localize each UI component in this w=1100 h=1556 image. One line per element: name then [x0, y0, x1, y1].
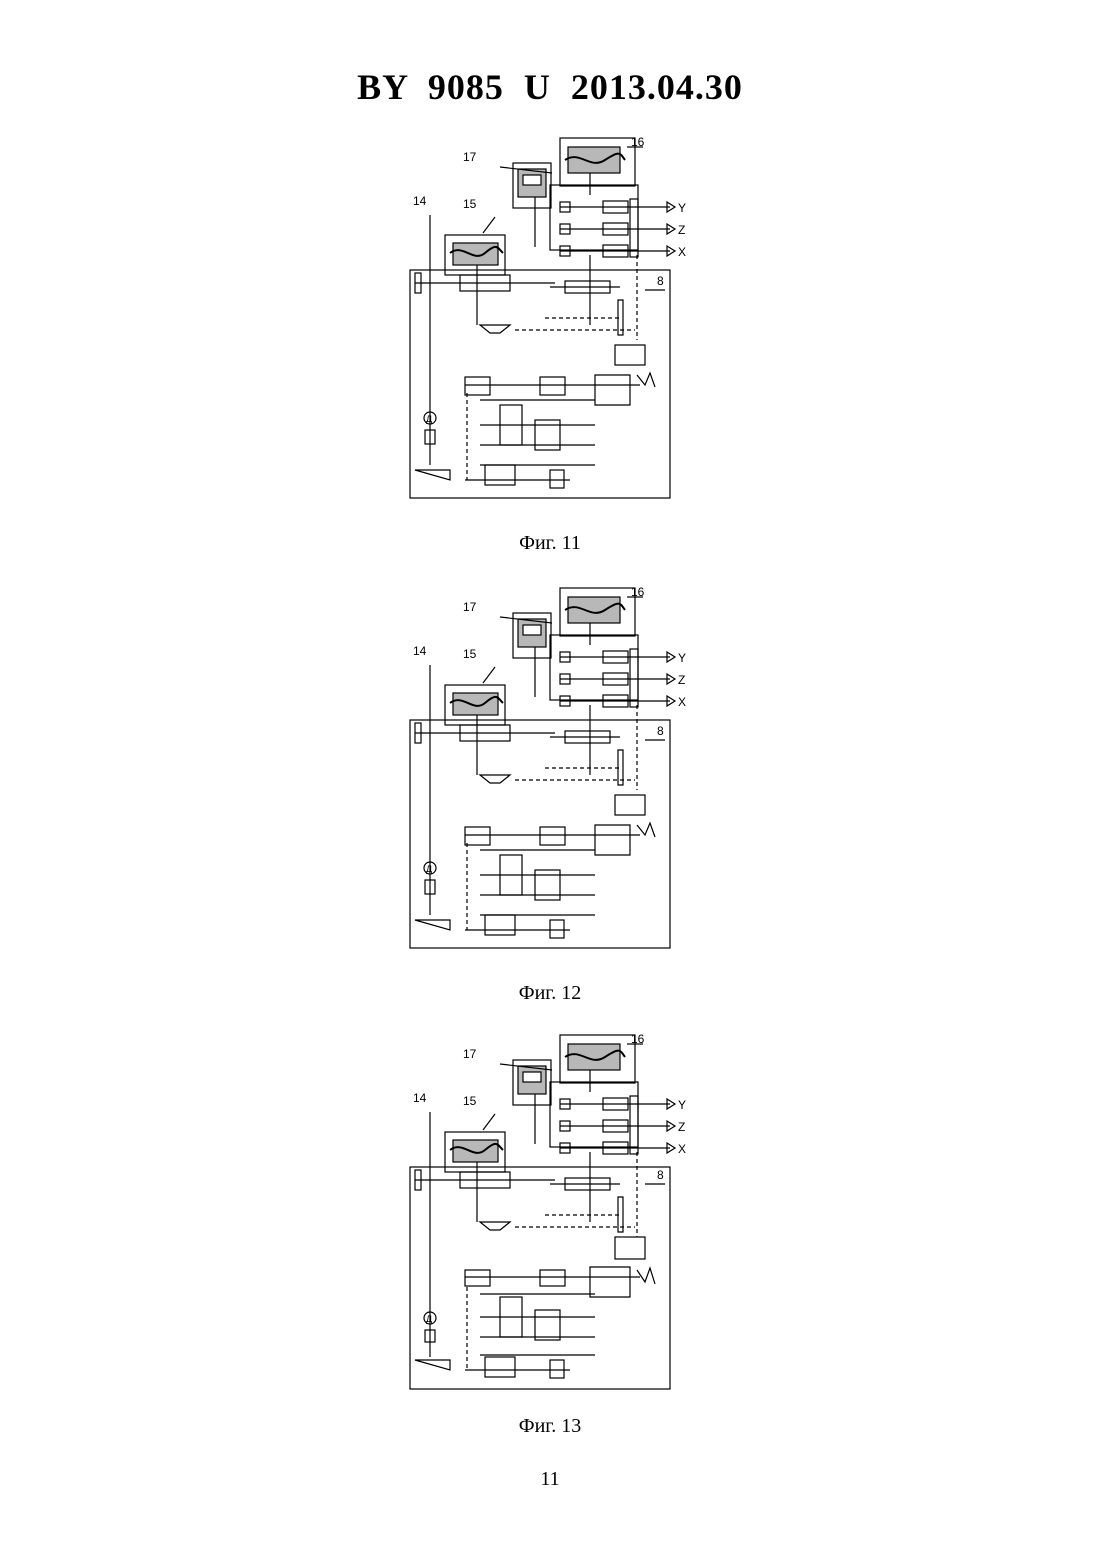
figure-12: 14 15 16 17 8 Y Z X Д Фиг. 12: [0, 585, 1100, 955]
ref-16-13: 16: [631, 1032, 645, 1046]
ref-16-12: 16: [631, 585, 645, 599]
ref-8-13: 8: [657, 1168, 664, 1182]
motor-label-13: Д: [426, 1314, 432, 1324]
kinematic-scheme-11: 14 15 16 17 8 Y Z X Д: [405, 135, 695, 500]
page-number: 11: [0, 1468, 1100, 1491]
output-x-11: X: [678, 245, 686, 259]
ref-17-11: 17: [463, 150, 477, 164]
ref-15-13: 15: [463, 1094, 477, 1108]
ref-8-11: 8: [657, 274, 664, 288]
ref-14-12: 14: [413, 644, 427, 658]
unit-16: [568, 147, 620, 173]
ref-14-13: 14: [413, 1091, 427, 1105]
figure-caption-11: Фиг. 11: [0, 532, 1100, 555]
document-header: BY 9085 U 2013.04.30: [0, 66, 1100, 108]
frame-top-right: [550, 185, 638, 250]
ref-17-13: 17: [463, 1047, 477, 1061]
motor-label-12: Д: [426, 864, 432, 874]
unit-16: [568, 1044, 620, 1070]
output-y-13: Y: [678, 1098, 686, 1112]
output-z-12: Z: [678, 673, 685, 687]
kinematic-scheme-12: 14 15 16 17 8 Y Z X Д: [405, 585, 695, 950]
kinematic-scheme-13: 14 15 16 17 8 Y Z X Д: [405, 1032, 695, 1397]
output-y-11: Y: [678, 201, 686, 215]
figure-caption-13: Фиг. 13: [0, 1415, 1100, 1438]
figure-caption-12: Фиг. 12: [0, 982, 1100, 1005]
ref-8-12: 8: [657, 724, 664, 738]
unit-16: [568, 597, 620, 623]
ref-14-11: 14: [413, 194, 427, 208]
unit-15: [453, 693, 498, 715]
output-y-12: Y: [678, 651, 686, 665]
output-z-11: Z: [678, 223, 685, 237]
output-x-13: X: [678, 1142, 686, 1156]
ref-15-12: 15: [463, 647, 477, 661]
unit-15: [453, 1140, 498, 1162]
unit-15: [453, 243, 498, 265]
figure-11: 14 15 16 17 8 Y Z X Д Фиг. 11: [0, 135, 1100, 505]
ref-15-11: 15: [463, 197, 477, 211]
motor-label-11: Д: [426, 414, 432, 424]
ref-17-12: 17: [463, 600, 477, 614]
output-z-13: Z: [678, 1120, 685, 1134]
output-x-12: X: [678, 695, 686, 709]
ref-16-11: 16: [631, 135, 645, 149]
figure-13: 14 15 16 17 8 Y Z X Д Фиг. 13: [0, 1032, 1100, 1402]
